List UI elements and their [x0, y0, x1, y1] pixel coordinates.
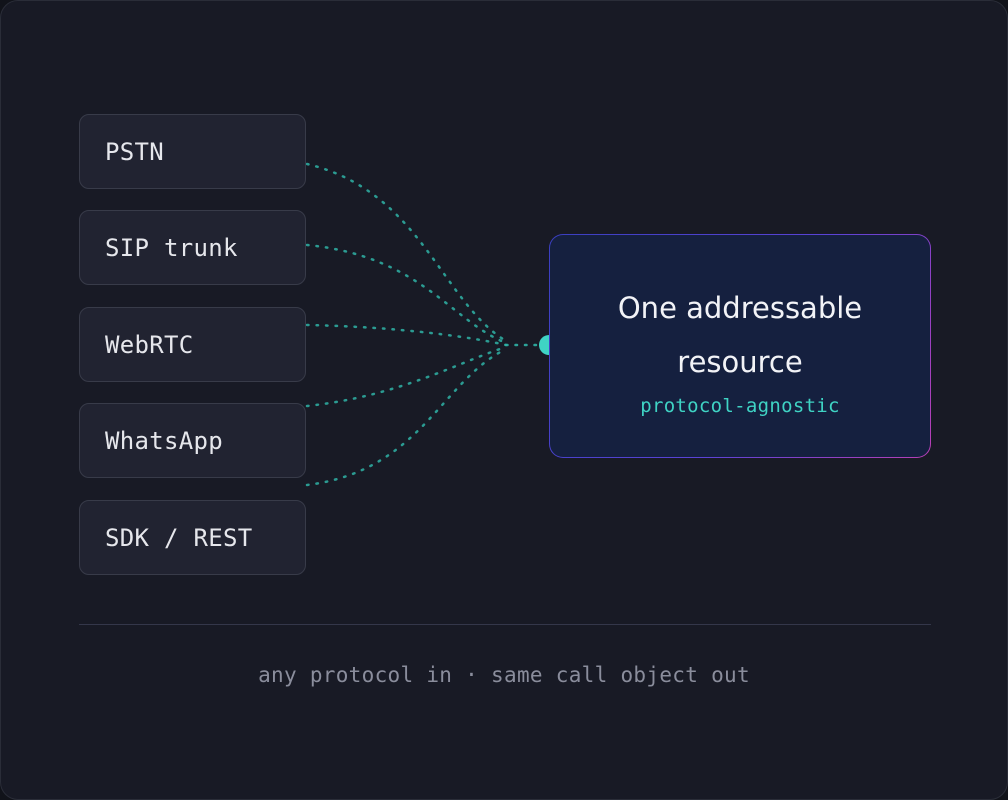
source-label: SIP trunk	[105, 233, 238, 262]
source-sip-trunk: SIP trunk	[79, 210, 306, 285]
target-title-line-2: resource	[677, 345, 803, 379]
footer-caption: any protocol in · same call object out	[258, 663, 750, 687]
source-label: PSTN	[105, 137, 164, 166]
connector-whatsapp	[305, 345, 508, 408]
source-label: WebRTC	[105, 330, 194, 359]
source-label: SDK / REST	[105, 523, 253, 552]
source-pstn: PSTN	[79, 114, 306, 189]
divider	[79, 624, 931, 625]
connector-sdk-rest	[305, 347, 508, 487]
target-title-line-1: One addressable	[617, 291, 863, 325]
source-webrtc: WebRTC	[79, 307, 306, 382]
target-title: One addressable resource	[550, 281, 930, 389]
target-resource-box: One addressable resource protocol-agnost…	[549, 234, 931, 458]
source-whatsapp: WhatsApp	[79, 403, 306, 478]
connector-sip-trunk	[305, 243, 508, 345]
target-subtitle: protocol-agnostic	[640, 395, 840, 417]
source-sdk-rest: SDK / REST	[79, 500, 306, 575]
source-label: WhatsApp	[105, 426, 223, 455]
connector-webrtc	[305, 323, 508, 347]
connector-pstn	[305, 162, 508, 343]
